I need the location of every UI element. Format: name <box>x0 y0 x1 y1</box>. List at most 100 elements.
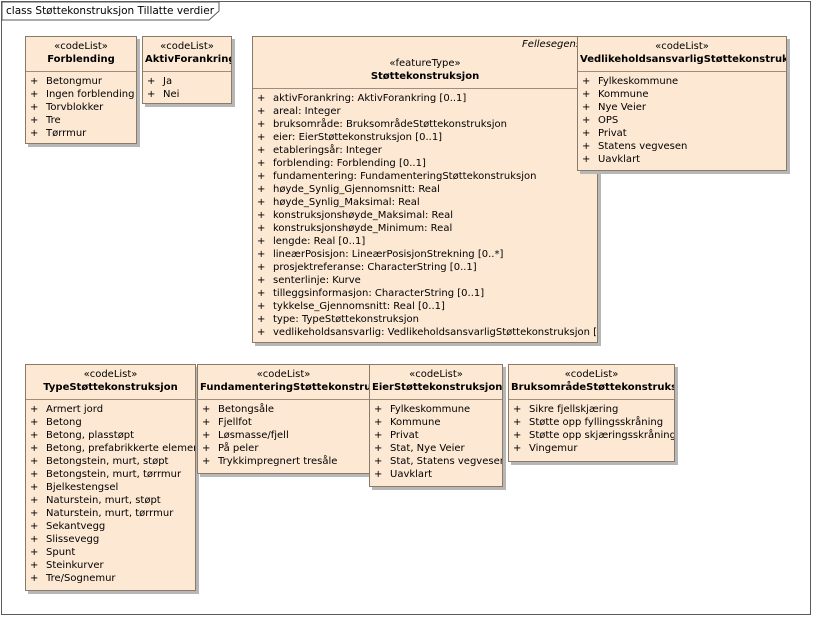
visibility-marker: + <box>257 275 266 286</box>
item-label: Betong, prefabrikkerte element <box>46 443 196 454</box>
visibility-marker: + <box>582 154 591 165</box>
visibility-marker: + <box>147 76 156 87</box>
visibility-marker: + <box>30 456 39 467</box>
class-fundamentering[interactable]: «codeList» FundamenteringStøttekonstruks… <box>197 364 370 474</box>
item-label: høyde_Synlig_Maksimal: Real <box>273 197 420 208</box>
item-label: Ingen forblending <box>46 89 135 100</box>
item-label: Betong <box>46 417 82 428</box>
visibility-marker: + <box>30 115 39 126</box>
class-items: +Sikre fjellskjæring+Støtte opp fyllings… <box>509 400 674 455</box>
class-name: FundamenteringStøttekonstruksjon <box>200 382 369 393</box>
class-item: +Privat <box>578 127 786 140</box>
class-item: +Statens vegvesen <box>578 140 786 153</box>
class-stottekonstruksjon[interactable]: Fellesegenska «featureType» Støttekonstr… <box>252 36 598 343</box>
class-eier[interactable]: «codeList» EierStøttekonstruksjon +Fylke… <box>369 364 503 487</box>
visibility-marker: + <box>582 102 591 113</box>
class-item: +Spunt <box>26 546 195 559</box>
class-item: +Fylkeskommune <box>370 403 502 416</box>
item-label: Betongmur <box>46 76 102 87</box>
visibility-marker: + <box>257 197 266 208</box>
item-label: forblending: Forblending [0..1] <box>273 158 426 169</box>
class-item: +lineærPosisjon: LineærPosisjonStrekning… <box>253 248 597 261</box>
visibility-marker: + <box>374 443 383 454</box>
item-label: konstruksjonshøyde_Minimum: Real <box>273 223 453 234</box>
class-item: +prosjektreferanse: CharacterString [0..… <box>253 261 597 274</box>
class-stereotype: «codeList» <box>409 369 463 380</box>
class-item: +OPS <box>578 114 786 127</box>
visibility-marker: + <box>30 560 39 571</box>
item-label: Privat <box>390 430 419 441</box>
class-item: +fundamentering: FundamenteringStøttekon… <box>253 170 597 183</box>
class-name: VedlikeholdsansvarligStøttekonstruksjon <box>580 54 786 65</box>
class-item: +Naturstein, murt, støpt <box>26 494 195 507</box>
visibility-marker: + <box>202 456 211 467</box>
visibility-marker: + <box>374 456 383 467</box>
visibility-marker: + <box>513 404 522 415</box>
class-item: +konstruksjonshøyde_Maksimal: Real <box>253 209 597 222</box>
visibility-marker: + <box>257 158 266 169</box>
class-stereotype: «codeList» <box>564 369 619 380</box>
visibility-marker: + <box>513 417 522 428</box>
item-label: senterlinje: Kurve <box>273 275 361 286</box>
class-type-stottekonstruksjon[interactable]: «codeList» TypeStøttekonstruksjon + Armer… <box>25 364 196 591</box>
class-name: EierStøttekonstruksjon <box>372 382 503 393</box>
item-label: Fjellfot <box>218 417 252 428</box>
visibility-marker: + <box>30 417 39 428</box>
class-item: + Stat, Nye Veier <box>370 442 502 455</box>
class-items: +Armert jord+Betong+Betong, plasstøpt+Be… <box>26 400 195 585</box>
item-label: Uavklart <box>390 469 433 480</box>
frame-title-tab: class Støttekonstruksjon Tillatte verdie… <box>2 2 220 21</box>
class-header: «codeList» EierStøttekonstruksjon <box>370 365 502 400</box>
visibility-marker: + <box>257 171 266 182</box>
visibility-marker: + <box>30 404 39 415</box>
class-stereotype: «codeList» <box>54 41 108 52</box>
visibility-marker: + <box>30 508 39 519</box>
class-item: +Betongmur <box>26 75 136 88</box>
class-item: + senterlinje: Kurve <box>253 274 597 287</box>
item-label: type: TypeStøttekonstruksjon <box>273 314 419 325</box>
visibility-marker: + <box>513 430 522 441</box>
item-label: Ja <box>163 76 173 87</box>
class-bruksomrade[interactable]: «codeList» BruksområdeStøttekonstruksjon… <box>508 364 675 462</box>
item-label: OPS <box>598 115 619 126</box>
visibility-marker: + <box>257 132 266 143</box>
class-item: +vedlikeholdsansvarlig: Vedlikeholdsansv… <box>253 326 597 339</box>
item-label: lengde: Real [0..1] <box>273 236 366 247</box>
visibility-marker: + <box>30 521 39 532</box>
class-aktiv-forankring[interactable]: «codeList» AktivForankring +Ja+Nei <box>142 36 232 104</box>
item-label: Torvblokker <box>46 102 104 113</box>
class-item: +Privat <box>370 429 502 442</box>
class-item: +Betong, plasstøpt <box>26 429 195 442</box>
item-label: Sekantvegg <box>46 521 106 532</box>
item-label: høyde_Synlig_Gjennomsnitt: Real <box>273 184 440 195</box>
visibility-marker: + <box>30 128 39 139</box>
class-item: +Vingemur <box>509 442 674 455</box>
item-label: Stat, Statens vegvesen <box>390 456 503 467</box>
visibility-marker: + <box>202 443 211 454</box>
item-label: Armert jord <box>46 404 104 415</box>
class-item: +Steinkurver <box>26 559 195 572</box>
class-item: +Betongstein, murt, støpt <box>26 455 195 468</box>
item-label: Nei <box>163 89 180 100</box>
class-item: + forblending: Forblending [0..1] <box>253 157 597 170</box>
class-attributes: + aktivForankring: AktivForankring [0..1]… <box>253 89 597 339</box>
item-label: Fylkeskommune <box>390 404 471 415</box>
class-item: +Støtte opp fyllingsskråning <box>509 416 674 429</box>
visibility-marker: + <box>30 469 39 480</box>
item-label: Stat, Nye Veier <box>390 443 465 454</box>
class-item: +areal: Integer <box>253 105 597 118</box>
item-label: lineærPosisjon: LineærPosisjonStrekning … <box>273 249 504 260</box>
item-label: aktivForankring: AktivForankring [0..1] <box>273 93 467 104</box>
class-item: +Kommune <box>370 416 502 429</box>
class-stereotype: «codeList» <box>83 369 138 380</box>
visibility-marker: + <box>30 443 39 454</box>
class-header: «codeList» TypeStøttekonstruksjon <box>26 365 195 400</box>
item-label: Tørrmur <box>46 128 87 139</box>
visibility-marker: + <box>257 327 266 338</box>
class-item: + Betong, prefabrikkerte element <box>26 442 195 455</box>
class-vedlikeholdsansvarlig[interactable]: «codeList» VedlikeholdsansvarligStøtteko… <box>577 36 787 171</box>
item-label: Slissevegg <box>46 534 100 545</box>
class-forblending[interactable]: «codeList» Forblending +Betongmur+Ingen … <box>25 36 137 144</box>
visibility-marker: + <box>257 184 266 195</box>
class-item: +Betongsåle <box>198 403 369 416</box>
